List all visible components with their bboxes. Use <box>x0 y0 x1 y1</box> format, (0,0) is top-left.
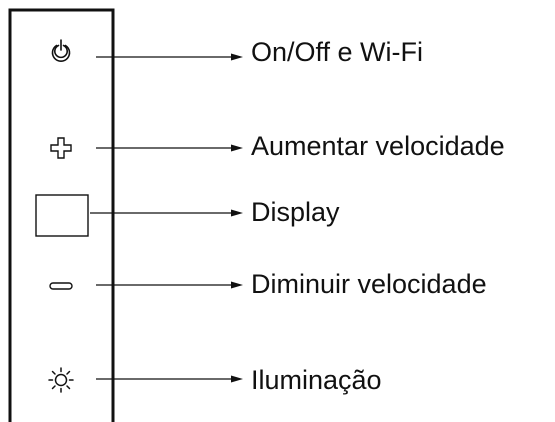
arrowhead-power <box>231 53 243 61</box>
label-lighting: Iluminação <box>251 365 382 395</box>
display-screen <box>35 194 89 237</box>
power-icon[interactable] <box>51 39 71 62</box>
label-increase-speed: Aumentar velocidade <box>251 131 505 161</box>
arrowhead-minus <box>231 281 243 289</box>
arrowhead-display <box>231 209 243 217</box>
label-decrease-speed: Diminuir velocidade <box>251 269 487 299</box>
label-power-wifi: On/Off e Wi-Fi <box>251 37 424 67</box>
control-panel-outline <box>8 8 115 422</box>
arrowhead-light <box>231 375 243 383</box>
label-display: Display <box>251 197 340 227</box>
light-bulb-icon[interactable] <box>48 367 74 393</box>
plus-icon[interactable] <box>50 137 72 159</box>
arrowhead-plus <box>231 144 243 152</box>
minus-icon[interactable] <box>49 282 73 290</box>
